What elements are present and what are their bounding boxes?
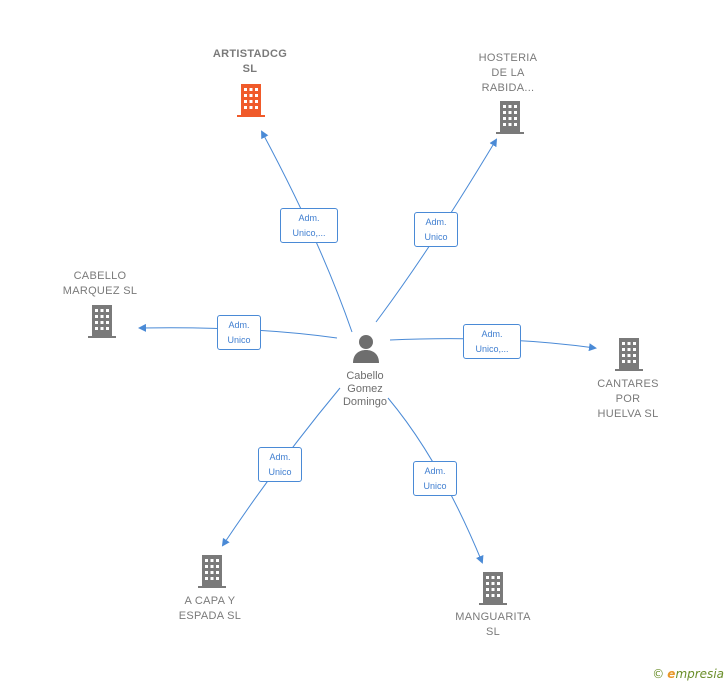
relation-role: Adm.: [481, 329, 503, 339]
company-label-cantares[interactable]: CANTARES POR HUELVA SL: [597, 378, 659, 420]
relation-label-cabello-marquez[interactable]: Adm. Unico: [217, 315, 261, 350]
building-icon[interactable]: [86, 305, 118, 339]
relation-label-a-capa[interactable]: Adm. Unico: [258, 447, 302, 482]
relation-role-detail: Unico,...: [475, 344, 509, 354]
relation-role-detail: Unico: [268, 467, 292, 477]
company-label-artistadcg[interactable]: ARTISTADCG SL: [212, 48, 288, 75]
company-label-cabello-marquez[interactable]: CABELLO MARQUEZ SL: [62, 270, 138, 297]
brand-logo-text: mpresia: [675, 667, 724, 681]
company-label-a-capa[interactable]: A CAPA Y ESPADA SL: [178, 595, 242, 622]
brand-footer: ©empresia: [652, 667, 724, 681]
relation-label-hosteria[interactable]: Adm. Unico: [414, 212, 458, 247]
building-icon[interactable]: [196, 555, 228, 589]
relation-role: Adm.: [424, 466, 446, 476]
company-label-hosteria[interactable]: HOSTERIA DE LA RABIDA...: [478, 52, 538, 94]
relation-label-manguarita[interactable]: Adm. Unico: [413, 461, 457, 496]
relation-role-detail: Unico,...: [292, 228, 326, 238]
relation-role: Adm.: [425, 217, 447, 227]
relation-label-artistadcg[interactable]: Adm. Unico,...: [280, 208, 338, 243]
relation-role-detail: Unico: [227, 335, 251, 345]
building-icon[interactable]: [613, 338, 645, 372]
brand-logo-initial: e: [667, 667, 676, 681]
building-icon[interactable]: [235, 84, 267, 118]
building-icon[interactable]: [477, 572, 509, 606]
copyright-symbol: ©: [652, 667, 665, 681]
person-name[interactable]: Cabello Gomez Domingo: [342, 370, 388, 408]
relation-role: Adm.: [228, 320, 250, 330]
relation-role-detail: Unico: [423, 481, 447, 491]
relation-label-cantares[interactable]: Adm. Unico,...: [463, 324, 521, 359]
relation-role-detail: Unico: [424, 232, 448, 242]
person-icon[interactable]: [351, 334, 381, 364]
relation-role: Adm.: [298, 213, 320, 223]
company-label-manguarita[interactable]: MANGUARITA SL: [455, 611, 531, 638]
building-icon[interactable]: [494, 101, 526, 135]
relation-role: Adm.: [269, 452, 291, 462]
